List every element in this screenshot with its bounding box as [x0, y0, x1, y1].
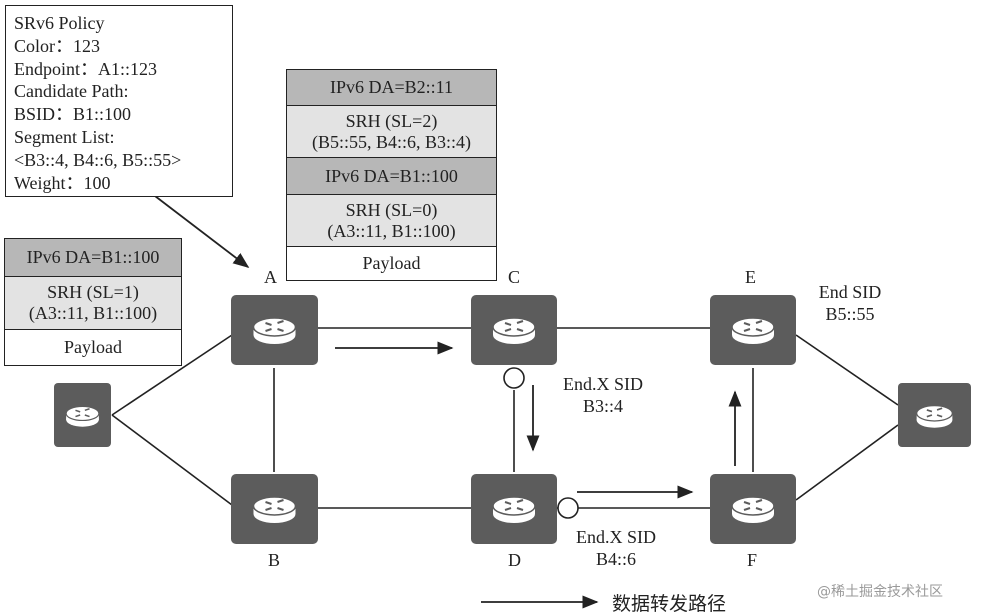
inner-srh-line2: (A3::11, B1::100) — [327, 220, 456, 241]
packet-header-inner-da: IPv6 DA=B1::100 — [287, 158, 496, 195]
packet-header-outer-srh: SRH (SL=2) (B5::55, B4::6, B3::4) — [287, 106, 496, 158]
router-c — [471, 295, 557, 365]
policy-line: Candidate Path: — [14, 81, 129, 102]
policy-line: Color：123 — [14, 35, 101, 56]
router-dst — [898, 383, 971, 447]
sid-type: End.X SID — [563, 374, 643, 394]
router-d — [471, 474, 557, 544]
sid-label-d: End.X SID B4::6 — [566, 526, 666, 570]
sid-label-c: End.X SID B3::4 — [553, 373, 653, 417]
links — [111, 327, 899, 509]
link-e-dst — [795, 334, 899, 406]
node-label-e: E — [745, 267, 756, 287]
srh-line1: SRH (SL=1) — [47, 282, 139, 302]
packet-stack-top: IPv6 DA=B2::11 SRH (SL=2) (B5::55, B4::6… — [286, 69, 497, 281]
inner-srh-line1: SRH (SL=0) — [345, 199, 438, 220]
watermark: @稀土掘金技术社区 — [817, 584, 943, 600]
node-label-a: A — [264, 267, 277, 287]
srh-line2: (A3::11, B1::100) — [28, 303, 158, 323]
policy-line: Segment List: — [14, 126, 115, 147]
payload-text: Payload — [362, 252, 421, 273]
policy-line: <B3::4, B4::6, B5::55> — [14, 149, 182, 170]
arrow-policy-to-a — [154, 195, 250, 268]
node-label-f: F — [747, 550, 758, 570]
outer-srh-line1: SRH (SL=2) — [345, 110, 438, 131]
inner-da-text: IPv6 DA=B1::100 — [325, 165, 458, 186]
sid-value: B3::4 — [582, 396, 623, 416]
legend-label: 数据转发路径 — [612, 593, 727, 615]
packet-header-inner-srh: SRH (SL=0) (A3::11, B1::100) — [287, 195, 496, 247]
policy-line: Endpoint：A1::123 — [14, 58, 157, 79]
router-src — [54, 383, 111, 447]
node-label-d: D — [508, 550, 521, 570]
node-label-b: B — [268, 550, 281, 570]
router-e — [710, 295, 796, 365]
packet-stack-left: IPv6 DA=B1::100 SRH (SL=1) (A3::11, B1::… — [4, 238, 182, 366]
router-f — [710, 474, 796, 544]
link-f-dst — [795, 424, 899, 501]
policy-line: SRv6 Policy — [14, 13, 105, 33]
node-label-c: C — [508, 267, 521, 287]
policy-line: Weight：100 — [14, 172, 111, 193]
router-b — [231, 474, 318, 544]
da-text: IPv6 DA=B1::100 — [26, 247, 160, 267]
sid-type: End.X SID — [576, 527, 656, 547]
sid-interface-c — [503, 367, 525, 389]
forwarding-arrows — [154, 195, 742, 609]
srv6-policy-box: SRv6 Policy Color：123 Endpoint：A1::123 C… — [5, 5, 233, 197]
packet-header-da: IPv6 DA=B1::100 — [5, 239, 181, 277]
packet-header-outer-da: IPv6 DA=B2::11 — [287, 70, 496, 106]
policy-line: BSID：B1::100 — [14, 104, 132, 125]
link-src-b — [111, 414, 233, 506]
link-src-a — [111, 334, 233, 416]
outer-da-text: IPv6 DA=B2::11 — [330, 77, 453, 97]
outer-srh-line2: (B5::55, B4::6, B3::4) — [311, 131, 471, 152]
packet-header-srh: SRH (SL=1) (A3::11, B1::100) — [5, 277, 181, 330]
packet-payload: Payload — [5, 330, 181, 364]
sid-value: B4::6 — [595, 549, 636, 569]
router-a — [231, 295, 318, 365]
packet-payload: Payload — [287, 247, 496, 279]
sid-value: B5::55 — [825, 304, 875, 324]
sid-label-e: End SID B5::55 — [800, 281, 900, 325]
sid-interface-d — [557, 497, 579, 519]
payload-text: Payload — [64, 336, 122, 357]
sid-type: End SID — [818, 282, 882, 302]
